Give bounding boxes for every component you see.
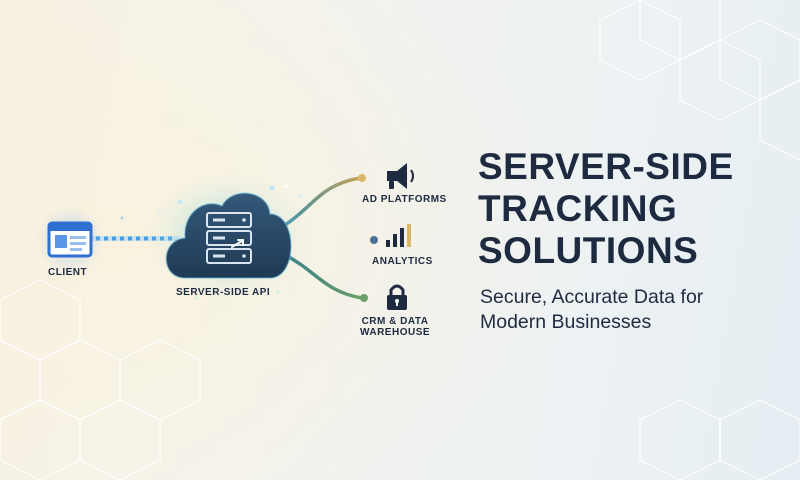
crm-data-warehouse-label: CRM & DATA WAREHOUSE (355, 316, 435, 338)
headline-line2: TRACKING (478, 188, 678, 229)
cloud-server-icon (148, 174, 308, 298)
subheadline-line2: Modern Businesses (480, 311, 652, 333)
crm-label-line1: CRM & DATA (361, 316, 429, 327)
lock-icon (387, 284, 407, 310)
sparkle-particles (120, 184, 302, 300)
ad-platforms-label: AD PLATFORMS (362, 194, 447, 205)
client-label: CLIENT (48, 267, 88, 278)
headline-line3: SOLUTIONS (478, 230, 699, 271)
bar-chart-icon (386, 224, 411, 247)
headline-line1: SERVER-SIDE (478, 146, 734, 187)
browser-window-icon (36, 206, 104, 274)
crm-label-line2: WAREHOUSE (359, 327, 431, 338)
analytics-label: ANALYTICS (372, 256, 433, 267)
subheadline: Secure, Accurate Data for Modern Busines… (480, 285, 780, 335)
headline: SERVER-SIDE TRACKING SOLUTIONS (478, 146, 778, 272)
subheadline-line1: Secure, Accurate Data for (480, 286, 704, 308)
megaphone-icon (387, 163, 414, 189)
server-side-api-label: SERVER-SIDE API (176, 287, 271, 298)
